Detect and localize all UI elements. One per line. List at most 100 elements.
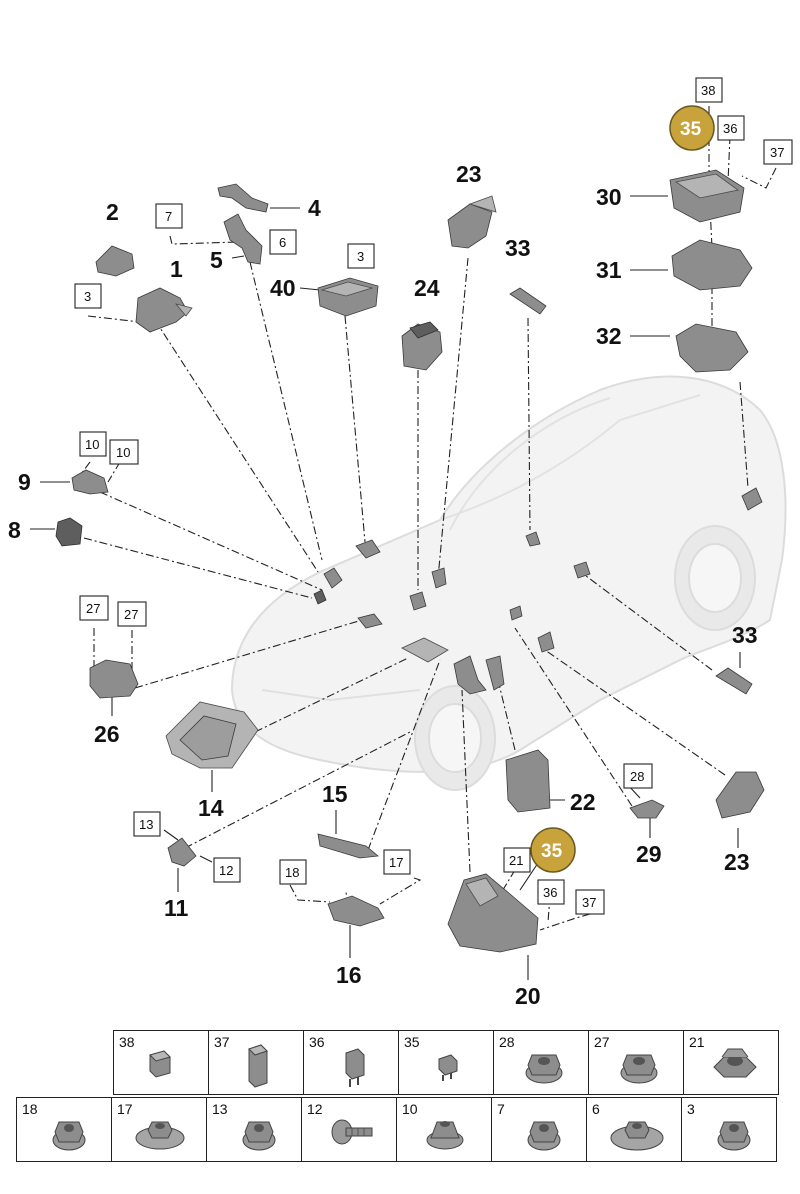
callout-2: 2 <box>106 199 119 225</box>
callout-16: 16 <box>336 962 362 988</box>
callout-27-a: 27 <box>86 601 100 616</box>
callout-40: 40 <box>270 275 296 301</box>
part-15-rail <box>317 833 379 859</box>
callout-4: 4 <box>308 195 321 221</box>
part-5-holder <box>223 213 263 265</box>
parts-diagram: 1 2 4 5 40 24 23 33 30 31 32 9 8 26 14 1… <box>8 77 793 1009</box>
flange-nut-icon <box>242 1121 276 1151</box>
bolt-icon <box>331 1119 373 1145</box>
callout-8: 8 <box>8 517 21 543</box>
legend-cell: 27 <box>588 1030 684 1095</box>
legend-number: 28 <box>499 1034 515 1050</box>
highlight-circle-35-bottom <box>530 827 576 873</box>
cage-nut-icon <box>426 1121 464 1150</box>
leader-lines <box>30 106 777 980</box>
highlight-circle-35-top <box>669 105 715 151</box>
callout-18: 18 <box>285 865 299 880</box>
block-clip-icon <box>149 1050 171 1078</box>
legend-cell: 3 <box>681 1097 777 1162</box>
legend-number: 18 <box>22 1101 38 1117</box>
fuse-medium-icon <box>345 1048 365 1087</box>
part-22-module <box>505 749 551 813</box>
callout-23-bottom: 23 <box>724 849 750 875</box>
legend-number: 3 <box>687 1101 695 1117</box>
callout-15: 15 <box>322 781 348 807</box>
callout-33-top: 33 <box>505 235 531 261</box>
hardware-legend: 38 37 36 35 28 27 21 18 17 13 12 10 7 6 <box>16 1030 792 1164</box>
part-31-fusebox <box>671 239 753 291</box>
component-parts <box>55 169 765 953</box>
callout-29: 29 <box>636 841 662 867</box>
legend-number: 7 <box>497 1101 505 1117</box>
callout-3-mid: 3 <box>357 249 364 264</box>
legend-cell: 10 <box>396 1097 492 1162</box>
callout-13: 13 <box>139 817 153 832</box>
flange-nut-icon <box>717 1121 751 1151</box>
part-14-tray <box>165 701 259 769</box>
callout-9: 9 <box>18 469 31 495</box>
callout-36-bottom: 36 <box>543 885 557 900</box>
legend-cell: 38 <box>113 1030 209 1095</box>
callout-10-b: 10 <box>116 445 130 460</box>
legend-number: 13 <box>212 1101 228 1117</box>
part-24-unit <box>401 321 443 371</box>
callout-22: 22 <box>570 789 596 815</box>
part-29-clip <box>629 799 665 819</box>
legend-cell: 36 <box>303 1030 399 1095</box>
callout-11: 11 <box>164 895 189 921</box>
wide-flange-nut-icon <box>610 1121 664 1151</box>
part-33-top-connector <box>509 287 547 315</box>
wide-flange-nut-icon <box>135 1121 185 1150</box>
part-20-fusebox <box>447 873 539 953</box>
callout-37-bottom: 37 <box>582 895 596 910</box>
callout-10-a: 10 <box>85 437 99 452</box>
callout-23-top: 23 <box>456 161 482 187</box>
part-30-fusebox <box>669 169 745 223</box>
part-32-fusebox <box>675 323 749 373</box>
boxed-callout-labels: 3 7 6 3 10 10 27 27 13 12 18 17 38 36 37… <box>84 83 784 910</box>
callout-28: 28 <box>630 769 644 784</box>
callout-17: 17 <box>389 855 403 870</box>
callout-7: 7 <box>165 209 172 224</box>
legend-cell: 28 <box>493 1030 589 1095</box>
part-8-cap <box>55 517 83 547</box>
callout-35-top: 35 <box>680 119 702 140</box>
part-23-top-bracket <box>447 195 497 249</box>
legend-cell: 17 <box>111 1097 207 1162</box>
callout-26: 26 <box>94 721 120 747</box>
callout-31: 31 <box>596 257 622 283</box>
callout-37-top: 37 <box>770 145 784 160</box>
part-1-bracket <box>135 287 193 333</box>
legend-cell: 35 <box>398 1030 494 1095</box>
legend-number: 6 <box>592 1101 600 1117</box>
legend-cell: 6 <box>586 1097 682 1162</box>
part-9-clip <box>71 469 109 495</box>
part-11-bracket <box>167 837 197 867</box>
legend-number: 38 <box>119 1034 135 1050</box>
callout-24: 24 <box>414 275 440 301</box>
part-installed-small <box>313 487 763 695</box>
legend-cell: 7 <box>491 1097 587 1162</box>
legend-number: 35 <box>404 1034 420 1050</box>
part-23-bottom-bracket <box>715 771 765 819</box>
part-26-module <box>89 659 139 699</box>
part-40-module <box>317 277 379 317</box>
legend-number: 12 <box>307 1101 323 1117</box>
callout-36-top: 36 <box>723 121 737 136</box>
legend-cell: 21 <box>683 1030 779 1095</box>
part-16-bracket <box>327 895 385 927</box>
vehicle-outline <box>230 375 787 791</box>
legend-cell: 12 <box>301 1097 397 1162</box>
callout-5: 5 <box>210 247 223 273</box>
callout-14: 14 <box>198 795 224 821</box>
bold-callouts: 1 2 4 5 40 24 23 33 30 31 32 9 8 26 14 1… <box>8 161 758 1009</box>
legend-number: 27 <box>594 1034 610 1050</box>
callout-1: 1 <box>170 256 183 282</box>
legend-row-2: 18 17 13 12 10 7 6 3 <box>16 1097 777 1162</box>
legend-number: 37 <box>214 1034 230 1050</box>
boxed-callouts <box>74 77 793 915</box>
fuse-large-icon <box>248 1044 268 1088</box>
callout-12: 12 <box>219 863 233 878</box>
part-4-bracket <box>217 183 269 213</box>
legend-cell: 13 <box>206 1097 302 1162</box>
